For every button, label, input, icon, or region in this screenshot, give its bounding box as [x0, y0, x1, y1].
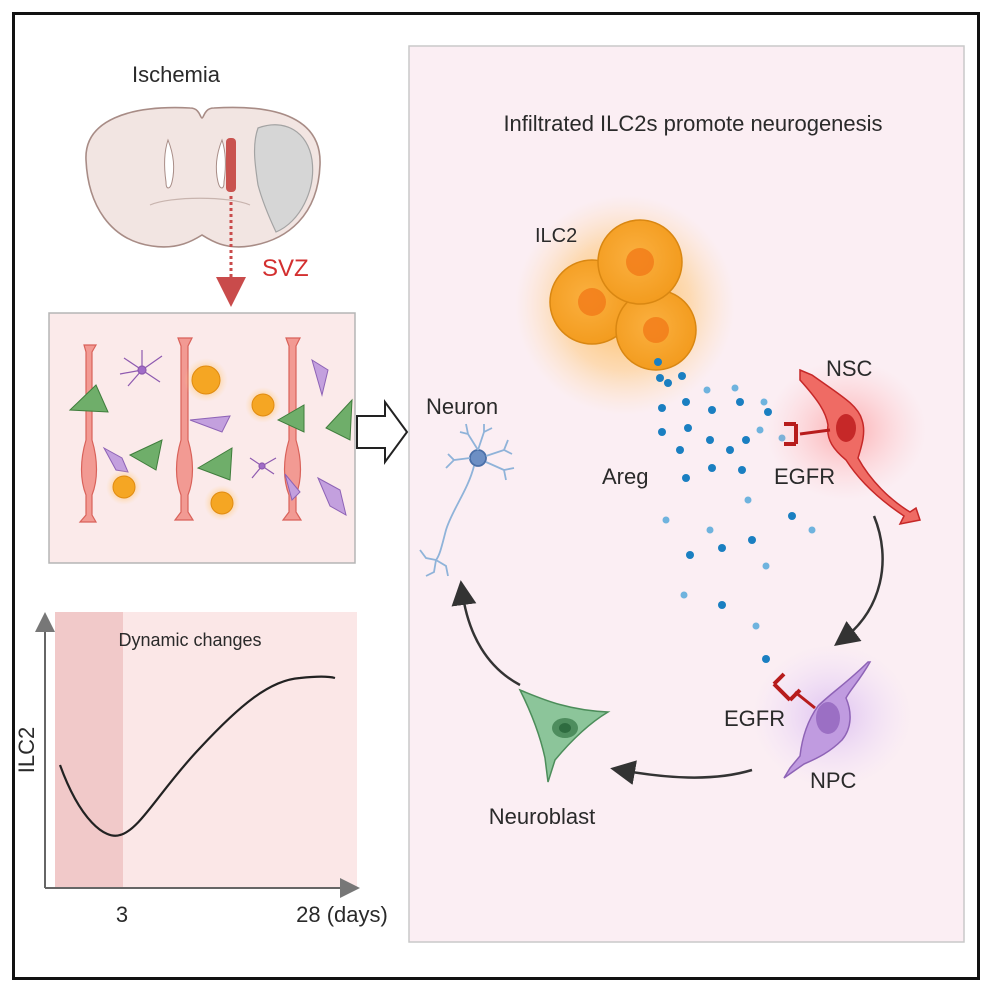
ilc2-cells-small: [106, 358, 281, 521]
microglia-cells: [119, 350, 277, 479]
arrow-npc-to-neuroblast: [610, 760, 753, 785]
arrow-nsc-to-npc: [834, 515, 884, 647]
egfr-label-bottom: EGFR: [724, 706, 785, 731]
npc-cells: [102, 358, 347, 516]
ilc2-dynamics-plot: [35, 612, 360, 898]
neuron-cell: [419, 423, 515, 577]
ischemia-label: Ischemia: [132, 62, 221, 87]
brain-section-illustration: [85, 106, 321, 248]
svz-label: SVZ: [262, 255, 309, 282]
plot-y-label: ILC2: [14, 727, 39, 773]
nsc-label: NSC: [826, 356, 873, 381]
ilc2-curve: [58, 675, 336, 837]
plot-early-phase-shade: [55, 612, 123, 888]
transition-arrow: [356, 398, 409, 466]
nsc-cell: [766, 360, 926, 526]
plot-annotation: Dynamic changes: [118, 630, 261, 650]
npc-label: NPC: [810, 768, 857, 793]
plot-tick-end: 28 (days): [296, 902, 388, 927]
radial-glia-cells: [78, 337, 303, 523]
figure-frame: [12, 12, 980, 980]
svz-cell-panel: [48, 312, 356, 564]
neuroblast-cell: [518, 688, 611, 783]
right-panel-title: Infiltrated ILC2s promote neurogenesis: [503, 111, 882, 136]
neuroblast-label: Neuroblast: [489, 804, 595, 829]
arrow-neuroblast-to-neuron: [451, 580, 521, 687]
npc-cell: [752, 644, 912, 788]
areg-label: Areg: [602, 464, 648, 489]
egfr-label-top: EGFR: [774, 464, 835, 489]
ilc2-label: ILC2: [535, 225, 577, 247]
ilc2-cluster: [515, 195, 735, 415]
neuroblast-cells: [68, 384, 353, 481]
neuron-label: Neuron: [426, 394, 498, 419]
plot-tick-early: 3: [116, 902, 128, 927]
